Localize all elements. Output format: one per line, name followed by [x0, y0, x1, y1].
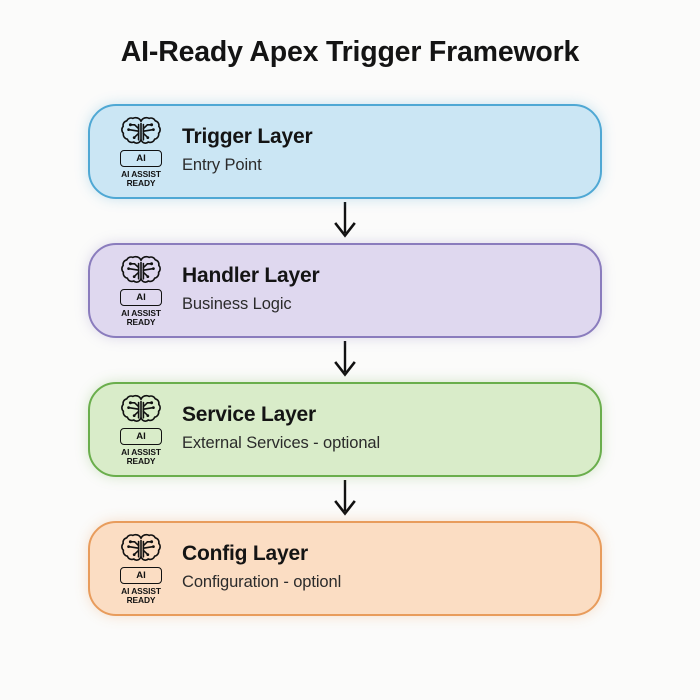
ai-ready-text: AI ASSIST READY: [121, 446, 161, 466]
arrow-down-icon: [332, 479, 358, 519]
ai-ready-text: AI ASSIST READY: [121, 168, 161, 188]
ai-ready-line2: READY: [126, 178, 156, 188]
ai-ready-line1: AI ASSIST: [121, 168, 161, 179]
ai-ready-line1: AI ASSIST: [121, 446, 161, 457]
ai-ready-text: AI ASSIST READY: [121, 307, 161, 327]
ai-chip-label: AI: [120, 427, 162, 445]
layer-card-service-layer[interactable]: AI AI ASSIST READY Service Layer Externa…: [88, 382, 602, 477]
arrow-down-icon: [332, 201, 358, 241]
layer-text-block: Handler Layer Business Logic: [182, 264, 320, 317]
ai-ready-line1: AI ASSIST: [121, 585, 161, 596]
connector-trigger-to-handler: [88, 199, 602, 243]
ai-ready-line2: READY: [126, 456, 156, 466]
connector-service-to-config: [88, 477, 602, 521]
ai-brain-circuit-icon: [118, 393, 164, 427]
ai-brain-circuit-icon: [118, 532, 164, 566]
layer-subtitle: Configuration - optionl: [182, 573, 342, 592]
arrow-down-icon: [332, 340, 358, 380]
layer-subtitle: Business Logic: [182, 295, 292, 314]
ai-chip-label: AI: [120, 149, 162, 167]
ai-ready-text: AI ASSIST READY: [121, 585, 161, 605]
layer-title: Handler Layer: [182, 264, 320, 288]
connector-handler-to-service: [88, 338, 602, 382]
ai-chip-label: AI: [120, 288, 162, 306]
layer-title: Config Layer: [182, 542, 308, 566]
layer-card-config-layer[interactable]: AI AI ASSIST READY Config Layer Configur…: [88, 521, 602, 616]
ai-ready-line1: AI ASSIST: [121, 307, 161, 318]
layer-subtitle: External Services - optional: [182, 434, 381, 453]
ai-ready-badge: AI AI ASSIST READY: [106, 254, 176, 327]
layer-card-trigger-layer[interactable]: AI AI ASSIST READY Trigger Layer Entry P…: [88, 104, 602, 199]
layer-text-block: Trigger Layer Entry Point: [182, 125, 313, 178]
ai-ready-badge: AI AI ASSIST READY: [106, 115, 176, 188]
page-title: AI-Ready Apex Trigger Framework: [120, 36, 580, 68]
layer-text-block: Config Layer Configuration - optionl: [182, 542, 341, 595]
ai-brain-circuit-icon: [118, 115, 164, 149]
layer-title: Trigger Layer: [182, 125, 313, 149]
ai-brain-circuit-icon: [118, 254, 164, 288]
layer-subtitle: Entry Point: [182, 156, 262, 175]
ai-ready-line2: READY: [126, 595, 156, 605]
ai-ready-line2: READY: [126, 317, 156, 327]
layer-text-block: Service Layer External Services - option…: [182, 403, 380, 456]
layer-card-handler-layer[interactable]: AI AI ASSIST READY Handler Layer Busines…: [88, 243, 602, 338]
ai-chip-label: AI: [120, 566, 162, 584]
layer-flow: AI AI ASSIST READY Trigger Layer Entry P…: [88, 104, 602, 616]
layer-title: Service Layer: [182, 403, 317, 427]
ai-ready-badge: AI AI ASSIST READY: [106, 393, 176, 466]
ai-ready-badge: AI AI ASSIST READY: [106, 532, 176, 605]
